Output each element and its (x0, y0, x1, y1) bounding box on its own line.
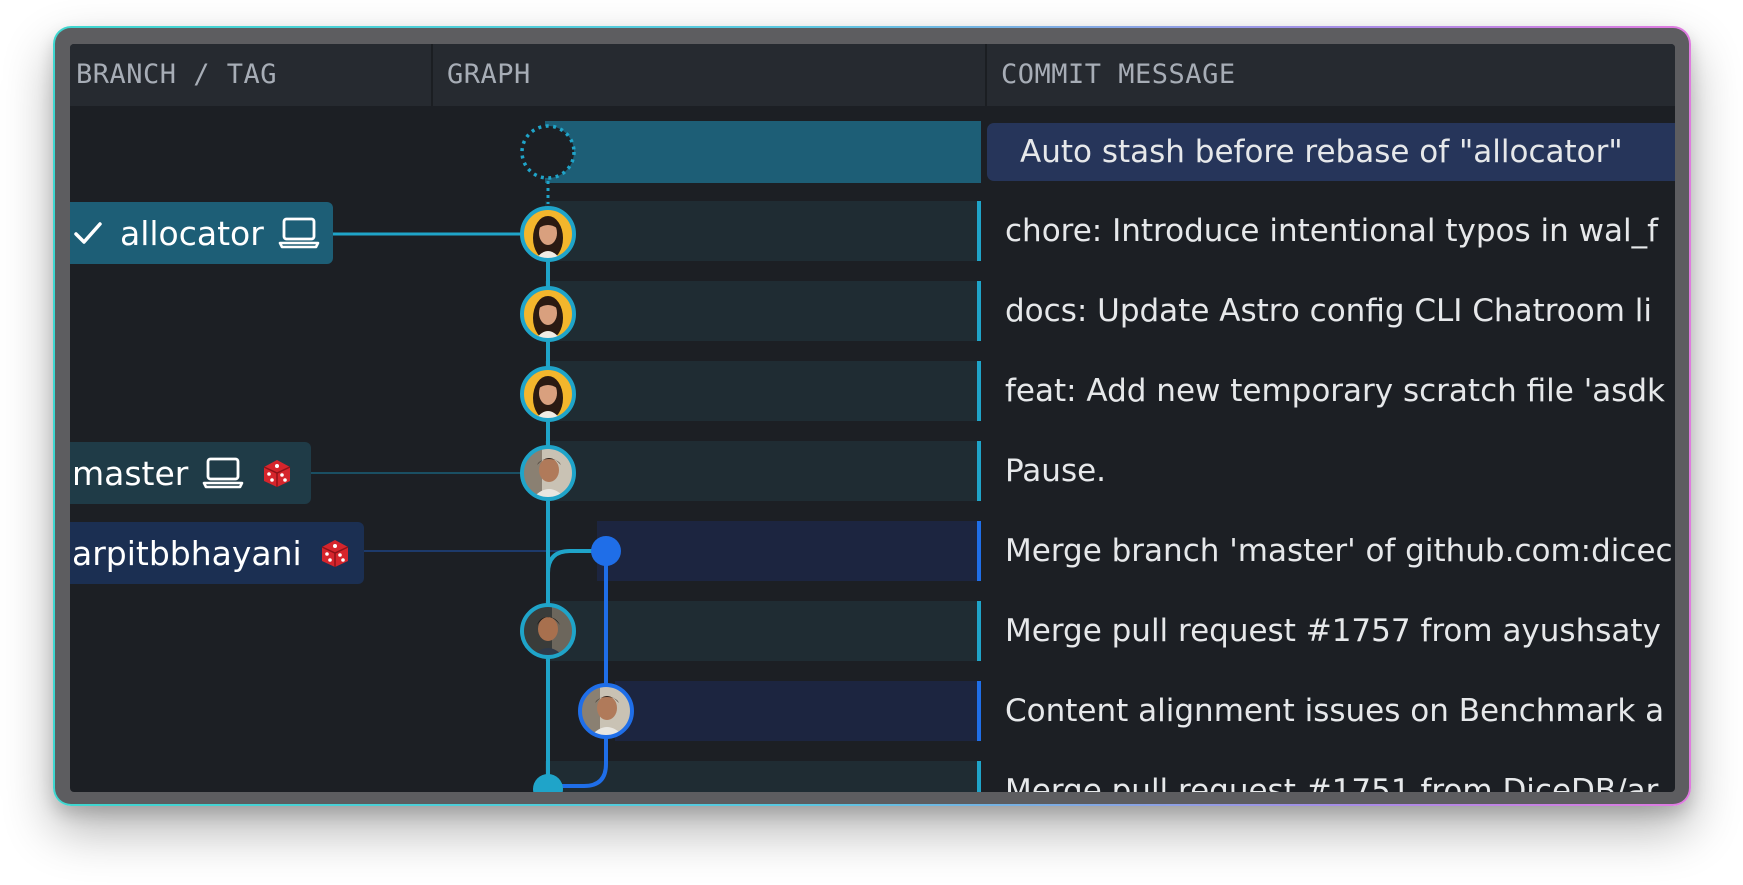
commit-message[interactable]: chore: Introduce intentional typos in wa… (1005, 213, 1658, 249)
row-highlight[interactable] (615, 681, 981, 741)
row-highlight[interactable] (545, 441, 981, 501)
column-header-branch-tag[interactable]: BRANCH / TAG (76, 59, 278, 90)
commit-message[interactable]: Auto stash before rebase of "allocator" (1020, 134, 1623, 170)
commit-message[interactable]: Content alignment issues on Benchmark a (1005, 693, 1665, 729)
laptop-icon (278, 217, 320, 249)
column-header-graph[interactable]: GRAPH (447, 59, 531, 90)
commit-message[interactable]: Pause. (1005, 453, 1107, 489)
commit-node-avatar[interactable] (520, 366, 576, 422)
commit-node-dot[interactable] (533, 774, 563, 792)
row-highlight[interactable] (545, 201, 981, 261)
row-highlight[interactable] (597, 521, 981, 581)
merge-commit-dot[interactable] (591, 536, 621, 566)
column-header-bar: BRANCH / TAG GRAPH COMMIT MESSAGE (70, 44, 1675, 106)
dice-icon (264, 460, 291, 487)
commit-node-avatar[interactable] (520, 286, 576, 342)
branch-pill-master[interactable]: master (70, 442, 311, 504)
commit-node-avatar[interactable] (520, 445, 576, 501)
row-highlight[interactable] (545, 281, 981, 341)
commit-node-avatar[interactable] (520, 603, 576, 659)
column-header-commit-message[interactable]: COMMIT MESSAGE (1001, 59, 1236, 90)
lane-marker (977, 601, 981, 661)
row-highlight[interactable] (545, 761, 981, 792)
commit-message[interactable]: feat: Add new temporary scratch file 'as… (1005, 373, 1665, 409)
merge-curve (548, 551, 608, 788)
merge-curve (546, 549, 594, 604)
lane-marker (977, 441, 981, 501)
check-icon (74, 222, 102, 244)
lane-marker (977, 521, 981, 581)
commit-message[interactable]: Merge pull request #1757 from ayushsaty (1005, 613, 1661, 649)
lane-marker (977, 361, 981, 421)
branch-label: allocator (120, 213, 264, 253)
laptop-icon (203, 457, 244, 489)
commit-message[interactable]: Merge pull request #1751 from DiceDB/ar (1005, 773, 1659, 792)
branch-label: arpitbbhayani (72, 533, 302, 573)
commit-node-avatar[interactable] (520, 206, 576, 262)
stash-message-highlight[interactable] (987, 123, 1675, 181)
lane-marker (977, 201, 981, 261)
column-divider[interactable] (431, 44, 433, 106)
commit-node-avatar[interactable] (578, 683, 634, 739)
lane-marker (977, 281, 981, 341)
commit-message[interactable]: Merge branch 'master' of github.com:dice… (1005, 533, 1673, 569)
lane-marker (977, 681, 981, 741)
lane-marker (977, 761, 981, 792)
column-divider[interactable] (985, 44, 987, 106)
commit-message[interactable]: docs: Update Astro config CLI Chatroom l… (1005, 293, 1653, 329)
row-highlight[interactable] (545, 601, 981, 661)
stash-node-icon[interactable] (520, 124, 576, 180)
commit-graph (286, 124, 634, 792)
commit-graph-panel: BRANCH / TAG GRAPH COMMIT MESSAGE Auto s… (70, 44, 1675, 792)
row-highlight-stash[interactable] (545, 121, 981, 183)
row-highlight[interactable] (545, 361, 981, 421)
branch-label: master (72, 453, 189, 493)
dice-icon (321, 540, 349, 567)
branch-pill-arpitbbhayani[interactable]: arpitbbhayani (70, 522, 364, 584)
branch-pill-allocator[interactable]: allocator (70, 202, 333, 264)
